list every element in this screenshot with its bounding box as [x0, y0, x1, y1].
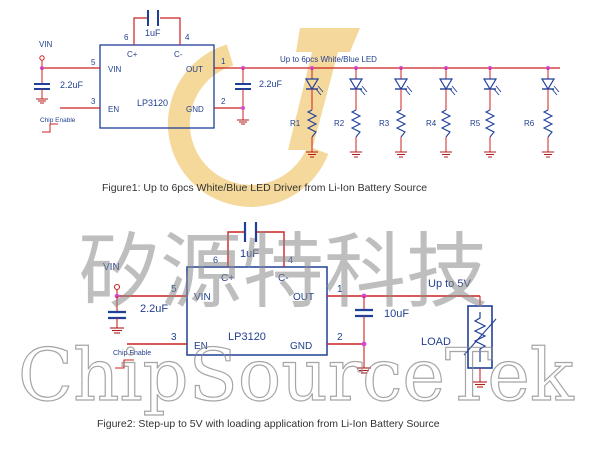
fig1-led-strings: R1 R2 R3 R4 R5 R6 [290, 66, 560, 158]
fig2-vin-terminal [113, 283, 121, 291]
fig1-cflying-wire-right [160, 17, 181, 45]
fig1-cout-label: 2.2uF [259, 79, 283, 89]
fig2-load-ground-icon [473, 381, 487, 388]
fig1-pin6-number: 6 [124, 33, 129, 42]
led4-emission-arrow-1 [449, 88, 456, 96]
led3-diode-icon [393, 78, 409, 91]
fig2-vin-label: VIN [103, 262, 120, 273]
fig1-caption: Figure1: Up to 6pcs White/Blue LED Drive… [102, 182, 427, 194]
led2-emission-arrow-1 [359, 88, 366, 96]
fig1-enable-pulse [42, 123, 58, 133]
fig1-cflying-label: 1uF [145, 28, 161, 38]
resistor-r1-zigzag [306, 109, 318, 138]
fig2-cflying-wire-left [227, 231, 244, 267]
figure1-led-driver: 1uF 6 4 C+ C- VIN OUT EN GND LP3120 VIN … [34, 10, 560, 194]
fig1-vin-terminal [39, 55, 45, 61]
resistor-r5-zigzag [484, 109, 496, 138]
fig2-cin-ground-icon [110, 327, 124, 334]
fig2-pin1-number: 1 [337, 284, 343, 295]
fig1-out-pin-label: OUT [186, 65, 203, 74]
led2-emission-arrow-2 [361, 85, 368, 93]
resistor-r4-zigzag [440, 109, 452, 138]
fig2-cin-label: 2.2uF [140, 303, 168, 315]
resistor-r3-zigzag [395, 109, 407, 138]
resistor-r1-label: R1 [290, 119, 301, 128]
fig1-ic-body [99, 44, 215, 129]
fig1-pin1-number: 1 [221, 57, 226, 66]
fig2-out-pin-label: OUT [293, 292, 314, 303]
resistor-r3-label: R3 [379, 119, 390, 128]
resistor-r2-label: R2 [334, 119, 345, 128]
fig2-cout-label: 10uF [384, 308, 409, 320]
resistor-r6-zigzag [542, 109, 554, 138]
fig1-gnd-junction [241, 106, 245, 110]
led6-emission-arrow-1 [551, 88, 558, 96]
fig1-vin-label: VIN [39, 40, 53, 49]
led5-emission-arrow-1 [493, 88, 500, 96]
watermark-logo-arc [167, 44, 329, 207]
fig2-pin6-number: 6 [213, 255, 218, 265]
resistor-r6-label: R6 [524, 119, 535, 128]
led4-diode-icon [438, 78, 454, 91]
fig1-cflying-wire-left [133, 17, 148, 45]
fig2-load-variable-arrow [463, 318, 497, 356]
fig2-load-resistor [473, 312, 487, 362]
figure2-stepup-5v: 1uF 6 4 C+ C- VIN OUT EN GND LP3120 VIN … [97, 222, 497, 430]
fig2-load-label: LOAD [421, 336, 451, 348]
led2-diode-icon [348, 78, 364, 91]
fig2-gnd-junction [361, 341, 367, 347]
fig1-pin3-number: 3 [91, 97, 96, 106]
fig1-en-pin-label: EN [108, 105, 119, 114]
fig2-gnd-pin-label: GND [290, 341, 312, 352]
led6-diode-icon [540, 78, 556, 91]
fig1-chip-enable-label: Chip Enable [40, 117, 76, 124]
fig1-cout-ground-icon [237, 119, 249, 125]
led1-emission-arrow-1 [315, 88, 322, 96]
resistor-r4-label: R4 [426, 119, 437, 128]
fig1-led-title: Up to 6pcs White/Blue LED [280, 55, 377, 64]
watermark-logo-t [288, 28, 360, 150]
fig1-pin4-number: 4 [185, 33, 190, 42]
fig1-gnd-pin-label: GND [186, 105, 204, 114]
watermark-latin: ChipSourceTek [18, 333, 575, 417]
watermark-chinese: 矽源特科技 [78, 225, 488, 320]
fig2-en-pin-label: EN [194, 341, 208, 352]
fig2-cflying-wire-right [256, 231, 285, 267]
fig2-pin2-number: 2 [337, 332, 343, 343]
fig2-enable-pulse [115, 359, 134, 369]
fig1-pin2-number: 2 [221, 97, 226, 106]
fig1-pin5-number: 5 [91, 58, 96, 67]
fig1-vin-pin-label: VIN [108, 65, 122, 74]
fig2-caption: Figure2: Step-up to 5V with loading appl… [97, 418, 440, 430]
fig2-upto-label: Up to 5V [428, 278, 471, 290]
resistor-r2-zigzag [350, 109, 362, 138]
fig2-pin5-number: 5 [171, 284, 177, 295]
fig2-cflying-label: 1uF [240, 248, 259, 260]
resistor-r5-label: R5 [470, 119, 481, 128]
fig2-cplus-label: C+ [221, 273, 234, 284]
fig1-cplus-label: C+ [127, 50, 138, 59]
fig2-pin4-number: 4 [288, 255, 293, 265]
fig2-pin3-number: 3 [171, 332, 177, 343]
led3-emission-arrow-2 [406, 85, 413, 93]
led5-emission-arrow-2 [495, 85, 502, 93]
led1-diode-icon [304, 78, 320, 91]
fig1-chip-name: LP3120 [137, 98, 168, 108]
fig2-ic-body [186, 266, 328, 356]
fig2-vin-pin-label: VIN [194, 292, 211, 303]
led5-diode-icon [482, 78, 498, 91]
fig2-cout-ground-icon [357, 367, 371, 374]
led1-emission-arrow-2 [317, 85, 324, 93]
led6-emission-arrow-2 [553, 85, 560, 93]
fig1-cin-ground-icon [36, 98, 48, 104]
fig2-chip-enable-label: Chip Enable [113, 350, 151, 357]
watermark-logo [167, 28, 360, 207]
led3-emission-arrow-1 [404, 88, 411, 96]
led4-emission-arrow-2 [451, 85, 458, 93]
fig2-chip-name: LP3120 [228, 331, 266, 343]
fig2-cminus-label: C- [278, 273, 289, 284]
fig1-cminus-label: C- [174, 50, 183, 59]
fig1-cin-label: 2.2uF [60, 80, 84, 90]
